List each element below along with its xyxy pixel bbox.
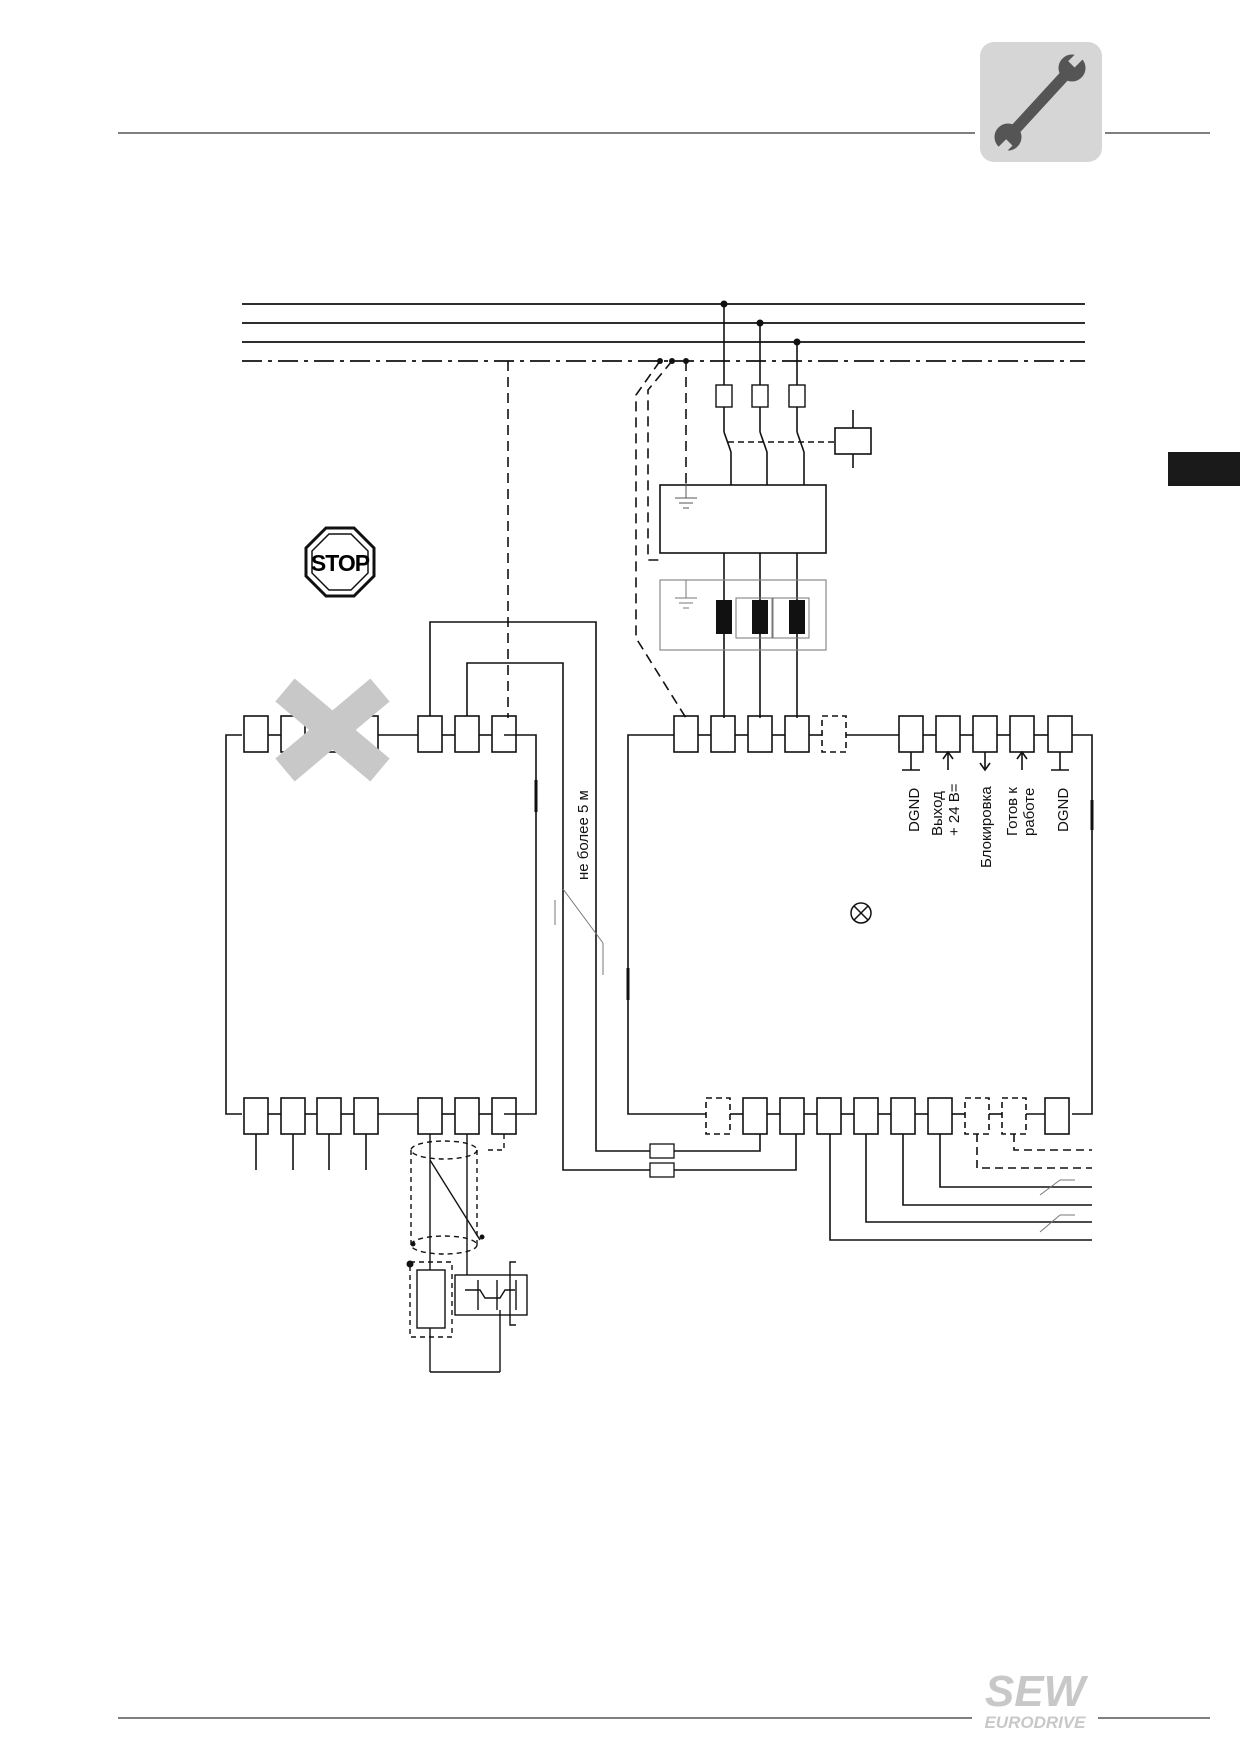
shield-connect-dots	[406, 1234, 485, 1268]
line-filter	[659, 480, 827, 718]
label-ready: Готов к работе	[1004, 783, 1038, 836]
fuses	[715, 384, 806, 408]
dc-link-cables	[429, 621, 797, 1171]
label-block: Блокировка	[978, 786, 995, 868]
phase-drops	[723, 304, 872, 485]
stop-sign-label: STOP	[311, 550, 370, 576]
logo-sub: EURODRIVE	[984, 1713, 1086, 1732]
braking-resistor-cable	[409, 1134, 528, 1373]
section-tab	[1168, 452, 1240, 486]
line-choke	[659, 579, 827, 651]
label-dgnd-1: DGND	[906, 788, 923, 832]
inverter-unit	[626, 715, 1094, 1241]
terminal-labels: DGND Выход + 24 В= Блокировка Готов к ра…	[906, 783, 1072, 868]
crossed-out-mark	[275, 678, 390, 782]
pe-routing	[507, 360, 687, 719]
wrench-icon	[980, 42, 1102, 162]
logo-main: SEW	[985, 1667, 1089, 1716]
label-dgnd-2: DGND	[1055, 788, 1072, 832]
sew-eurodrive-logo: SEW EURODRIVE	[984, 1667, 1088, 1732]
stop-sign: STOP	[304, 526, 376, 598]
left-unit	[225, 715, 538, 1170]
dc-link-fuses	[649, 1143, 675, 1178]
status-lamp-icon	[850, 902, 872, 924]
cable-length-note: не более 5 м	[575, 790, 592, 880]
label-output-24v: Выход + 24 В=	[929, 783, 963, 836]
junction-dots	[657, 300, 801, 364]
mains-lines	[242, 303, 1085, 362]
